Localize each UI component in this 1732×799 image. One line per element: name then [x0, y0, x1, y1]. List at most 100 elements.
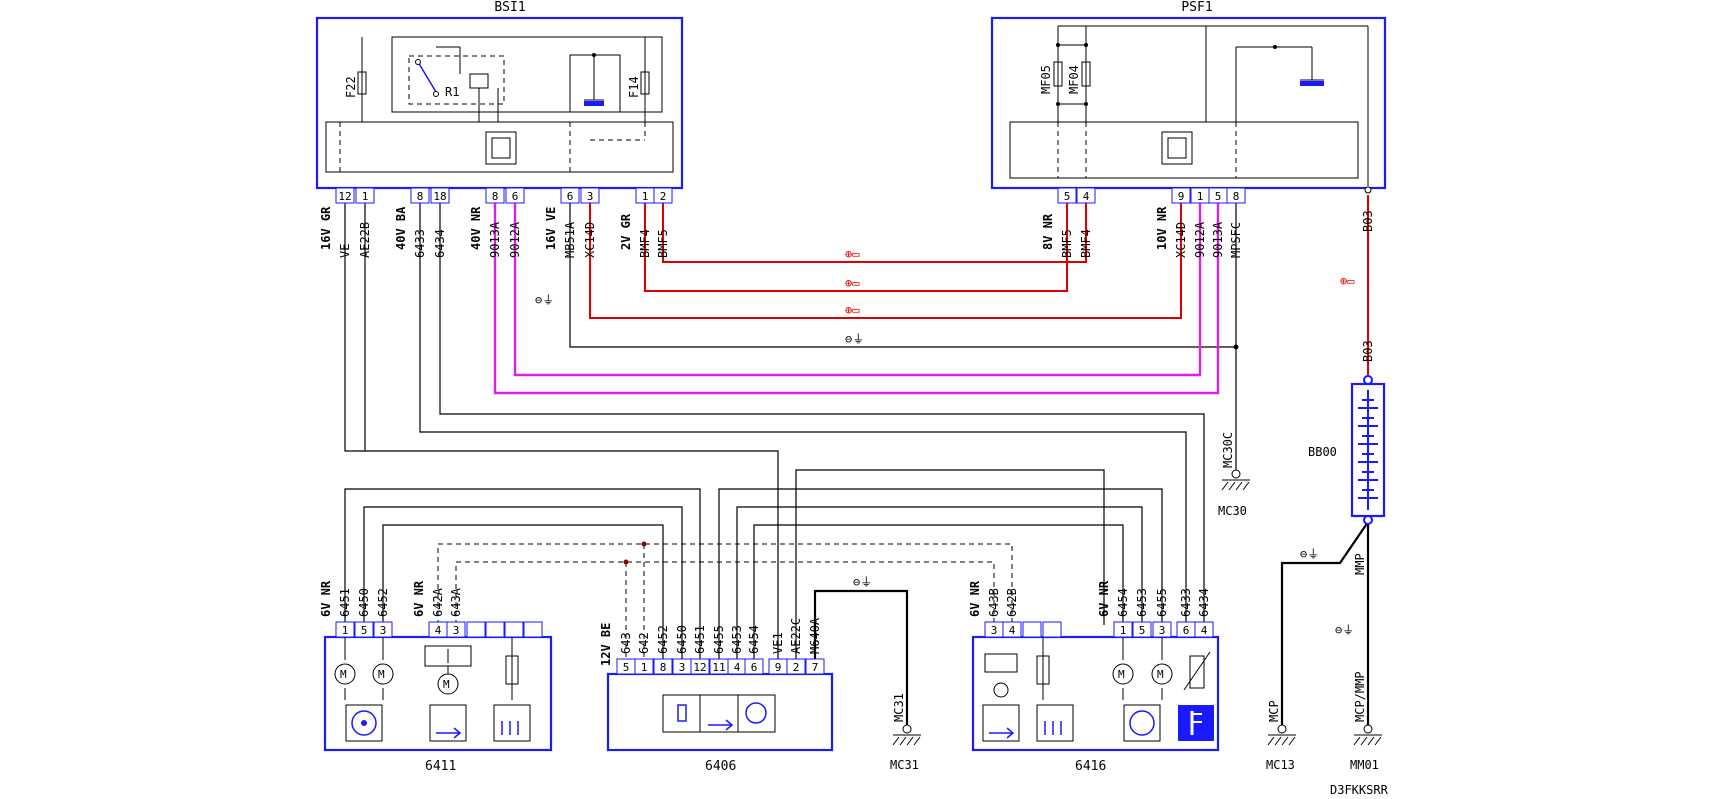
bsi1-pin-number: 6	[567, 190, 574, 203]
psf1-wire-label: MPSFC	[1229, 222, 1243, 258]
connector-tag: 12V BE	[599, 623, 613, 666]
bsi1-unit: BSI1 F22 F14	[315, 0, 684, 190]
fuse-mf05-icon: MF05	[1039, 26, 1063, 122]
psf1-unit: PSF1 MF05 MF04	[990, 0, 1387, 194]
psf1-pin-number: 9	[1178, 190, 1185, 203]
bsi1-internal-ground-icon	[569, 53, 646, 141]
psf1-wire-label: 9012A	[1193, 221, 1207, 258]
bsi1-pin: 2	[653, 187, 673, 204]
bsi1-pin-number: 12	[338, 190, 351, 203]
mc30-label: MC30	[1218, 504, 1247, 518]
u6411-pin: 3	[373, 621, 393, 638]
u6406-wire-label: 6454	[747, 625, 761, 654]
ground-mc30: MC30C MC30	[1218, 432, 1250, 518]
fuse-f14-icon: F14	[627, 37, 650, 122]
bsi1-pin: 18	[430, 187, 450, 204]
u6406-pin-number: 2	[793, 661, 800, 674]
bsi1-chip-icon	[485, 131, 517, 165]
connector-tag: 8V NR	[1041, 213, 1055, 250]
u6411-pin-number: 3	[380, 624, 387, 637]
motor-icon: M	[372, 637, 394, 700]
mcp-label: MCP	[1267, 700, 1281, 722]
u6416-wire-label: 642B	[1005, 588, 1019, 617]
u6416-pin: 4	[1002, 621, 1022, 638]
u6406-pin: 11	[709, 658, 729, 675]
u6406-pin-number: 6	[751, 661, 758, 674]
air-flow-icon	[429, 704, 467, 742]
unit-6411: M M M 6411	[323, 635, 553, 774]
bsi1-title: BSI1	[494, 0, 525, 15]
psf1-pin-number: 8	[1233, 190, 1240, 203]
motor-icon: M	[1151, 637, 1173, 700]
panel-display-icon	[662, 694, 776, 733]
connector-tag: 6V NR	[412, 580, 426, 617]
ground-mc13: MCP MC13	[1266, 700, 1296, 772]
svg-text:M: M	[340, 668, 347, 681]
u6416-pin-number: 5	[1139, 624, 1146, 637]
defrost-icon	[493, 704, 531, 742]
b03-label: B03	[1361, 210, 1375, 232]
bsi1-pin-number: 1	[362, 190, 369, 203]
fuse-mf05-label: MF05	[1039, 65, 1053, 94]
mc31-vlabel: MC31	[892, 693, 906, 722]
bsi1-wire-label: MB51A	[563, 221, 577, 258]
svg-text:M: M	[443, 678, 450, 691]
psf1-pin-number: 4	[1083, 190, 1090, 203]
mcp-mmp-label: MCP/MMP	[1353, 671, 1367, 722]
u6406-wire-label: 6453	[730, 625, 744, 654]
psf1-title: PSF1	[1181, 0, 1212, 15]
psf1-internal-ground-icon	[1235, 45, 1324, 122]
u6411-pin	[466, 621, 486, 638]
u6406-wire-label: 6450	[675, 625, 689, 654]
u6416-wire-label: 6454	[1116, 588, 1130, 617]
u6406-pin: 6	[744, 658, 764, 675]
connector-tag: 40V BA	[394, 206, 408, 250]
document-code: D3FKKSRR	[1330, 783, 1389, 797]
u6406-pin-number: 3	[679, 661, 686, 674]
u6411-pin-number: 1	[342, 624, 349, 637]
u6416-wire-label: 6455	[1155, 588, 1169, 617]
connector-tag: 6V NR	[968, 580, 982, 617]
u6406-wire-label: 6455	[712, 625, 726, 654]
u6406-pin-number: 5	[623, 661, 630, 674]
bsi1-wire-label: VE	[338, 244, 352, 258]
unit-6416: M M 6416	[971, 635, 1220, 774]
psf1-pin: 9	[1171, 187, 1191, 204]
psf1-pin: 4	[1076, 187, 1096, 204]
bsi1-wire-label: XC14D	[583, 222, 597, 258]
ground-symbol-1: ⊖⏚	[845, 332, 864, 346]
u6411-pin	[485, 621, 505, 638]
resistor-icon	[1036, 637, 1050, 700]
ground-mm01: MCP/MMP MM01 MMP	[1350, 553, 1382, 772]
psf1-pin: 1	[1190, 187, 1210, 204]
u6406-wire-label: VE1	[771, 632, 785, 654]
bsi1-pin-number: 8	[417, 190, 424, 203]
air-flow-icon	[982, 704, 1020, 742]
u6411-pin	[504, 621, 524, 638]
u6416-pin: 6	[1176, 621, 1196, 638]
u6406-pin-number: 12	[693, 661, 706, 674]
plus-symbol-b03: ⊕▭	[1340, 274, 1354, 288]
unit-6406-label: 6406	[705, 759, 736, 774]
u6416-pin: 3	[1152, 621, 1172, 638]
wire-symbols: ⊕▭ ⊕▭ ⊕▭ ⊕▭ ⊖⏚ ⊖⏚ ⊖⏚ ⊖⏚ ⊖⏚	[535, 247, 1354, 637]
mc13-label: MC13	[1266, 758, 1295, 772]
psf1-chip-icon	[1161, 131, 1193, 165]
u6406-pin: 2	[786, 658, 806, 675]
psf1-pin: 5	[1057, 187, 1077, 204]
u6411-wire-label: 6452	[376, 588, 390, 617]
u6406-pin: 12	[690, 658, 710, 675]
fan-distribution-icon	[345, 704, 383, 742]
u6411-pin	[523, 621, 543, 638]
connector-tag: 16V VE	[544, 207, 558, 250]
u6411-pin-number: 4	[435, 624, 442, 637]
u6406-wire-label: M640A	[808, 617, 822, 654]
ground-symbol-5: ⊖⏚	[1335, 623, 1354, 637]
u6406-pin: 5	[616, 658, 636, 675]
actuator-motor-icon	[984, 653, 1018, 698]
b03-label: B03	[1361, 340, 1375, 362]
ground-mc31: MC31 MC31	[890, 693, 921, 772]
u6406-pin-number: 11	[712, 661, 725, 674]
psf1-pin-number: 5	[1064, 190, 1071, 203]
